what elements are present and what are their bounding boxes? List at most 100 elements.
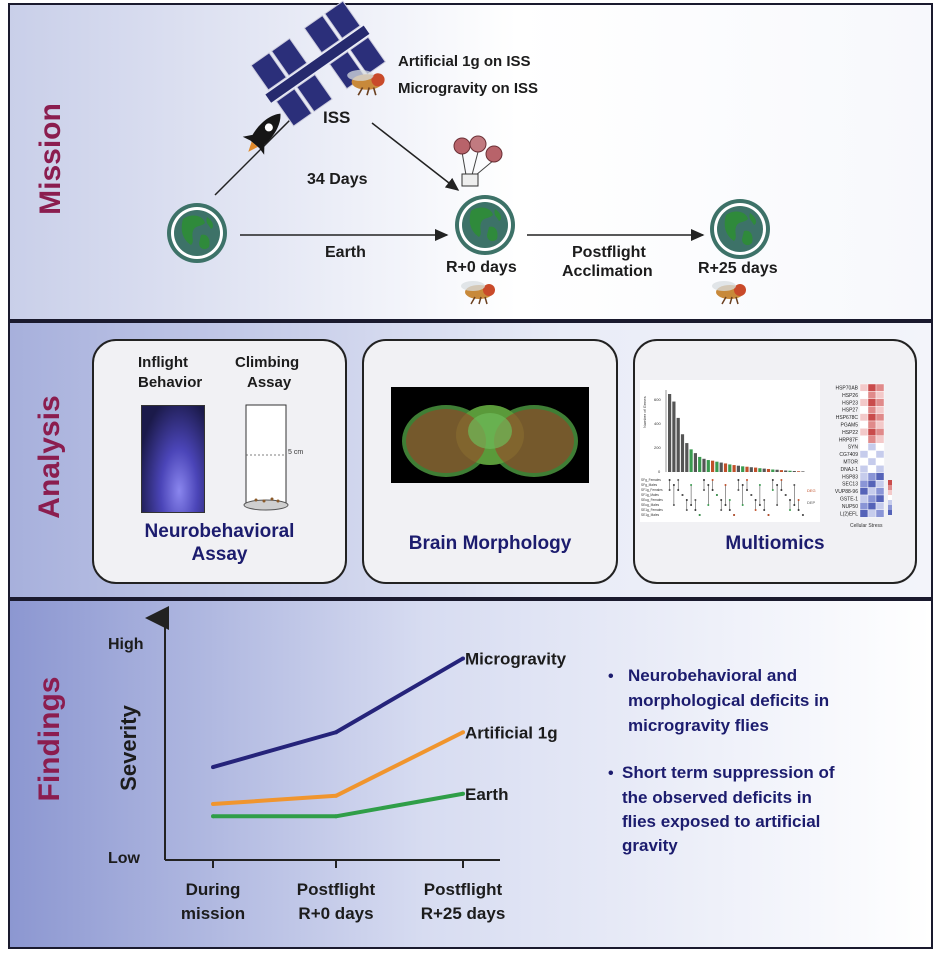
- upset-dot: [690, 484, 693, 486]
- r0-days-label: R+0 days: [446, 259, 517, 276]
- series-label-earth: Earth: [465, 785, 508, 804]
- upset-dot: [793, 504, 796, 506]
- brain-morphology-title: Brain Morphology: [408, 533, 572, 554]
- upset-dot: [668, 489, 671, 491]
- upset-set-label: SF1g_Males: [641, 493, 659, 497]
- inflight-line1: Inflight: [138, 354, 188, 371]
- upset-dot: [737, 479, 740, 481]
- upset-dot: [746, 489, 748, 491]
- heatmap-gene-label: HRP87F: [839, 437, 858, 443]
- iss-station-icon: [250, 0, 387, 127]
- upset-dot: [789, 509, 791, 511]
- heatmap-gene-label: L(2)EFL: [840, 511, 858, 517]
- series-line-earth: [213, 791, 464, 819]
- upset-dot: [741, 484, 744, 486]
- heatmap-legend-swatch: [888, 500, 892, 505]
- upset-dot: [677, 479, 680, 481]
- upset-dot: [776, 484, 779, 486]
- upset-dot: [694, 509, 697, 511]
- upset-set-label: SE1g_Males: [641, 513, 659, 517]
- upset-bar: [792, 470, 796, 472]
- upset-dot: [797, 499, 800, 501]
- upset-dot: [793, 484, 796, 486]
- upset-dot: [728, 499, 731, 501]
- upset-bar: [762, 468, 766, 472]
- heatmap-gene-label: HSP70AB: [835, 386, 858, 392]
- x-category-label: During: [186, 880, 241, 899]
- upset-dot: [767, 514, 770, 516]
- postflight-line2: Acclimation: [562, 263, 653, 280]
- inflight-behavior-image: [141, 405, 205, 513]
- upset-bar: [788, 470, 792, 472]
- upset-dot: [754, 499, 757, 501]
- upset-bar: [685, 443, 689, 472]
- upset-dot: [771, 489, 774, 491]
- bullet2-marker: •: [608, 765, 614, 782]
- upset-ytick-400: 400: [654, 421, 661, 426]
- scale-label: 5 cm: [288, 449, 304, 456]
- bullet1-marker: •: [608, 668, 614, 685]
- neurobehavioral-title-line1: Neurobehavioral: [144, 521, 295, 542]
- upset-bar: [728, 464, 732, 472]
- upset-dot: [690, 504, 693, 506]
- upset-dot: [715, 494, 718, 496]
- upset-dot: [685, 499, 688, 501]
- upset-bar: [741, 466, 745, 472]
- heatmap-gene-label: HSP26: [842, 393, 858, 399]
- upset-bar: [801, 471, 805, 472]
- upset-plot: Number of Genes 600 400 200 0 SFg_Female…: [640, 380, 820, 522]
- heatmap-gene-label: NUP50: [842, 504, 858, 510]
- series-point: [334, 814, 338, 819]
- heatmap-legend-swatch: [888, 505, 892, 510]
- upset-dot: [724, 484, 727, 486]
- bullet2-line2: the observed deficits in: [622, 788, 812, 807]
- upset-legend-deg: DEG: [807, 488, 816, 493]
- upset-dot: [771, 479, 774, 481]
- upset-dot: [750, 494, 753, 496]
- upset-dot: [763, 499, 766, 501]
- upset-bar: [784, 470, 788, 472]
- heatmap-legend-swatch: [888, 480, 892, 485]
- heatmap-gene-label: HSP83: [842, 474, 858, 480]
- x-category-label: Postflight: [424, 880, 503, 899]
- climbing-assay-diagram: [243, 404, 289, 511]
- bullet2-line1: Short term suppression of: [622, 763, 835, 782]
- rocket-icon: [242, 113, 281, 155]
- brain-image: [391, 387, 589, 483]
- upset-dot: [746, 479, 748, 481]
- upset-dot: [801, 514, 804, 516]
- upset-ytick-200: 200: [654, 445, 661, 450]
- heatmap-legend-swatch: [888, 490, 892, 495]
- upset-bar: [754, 467, 758, 472]
- upset-bar: [736, 465, 740, 472]
- bullet1-line1: Neurobehavioral and: [628, 666, 798, 685]
- upset-dot: [720, 499, 723, 501]
- upset-ytick-600: 600: [654, 397, 661, 402]
- y-tick-low: Low: [108, 850, 141, 867]
- upset-bar: [797, 471, 801, 472]
- series-point: [334, 730, 338, 735]
- x-category-label: Postflight: [297, 880, 376, 899]
- upset-dot: [685, 509, 688, 511]
- upset-dot: [720, 509, 723, 511]
- heatmap-gene-label: HSP23: [842, 400, 858, 406]
- upset-set-label: SEug_Females: [641, 498, 663, 502]
- bullet1-line3: microgravity flies: [628, 716, 769, 735]
- upset-dot: [668, 479, 671, 481]
- upset-dot: [784, 494, 787, 496]
- x-category-label: mission: [181, 904, 245, 923]
- series-label-microgravity: Microgravity: [465, 649, 567, 668]
- upset-bar: [689, 449, 693, 472]
- upset-dot: [758, 504, 761, 506]
- upset-dot: [698, 514, 701, 516]
- upset-dot: [776, 504, 779, 506]
- upset-bar: [766, 468, 771, 472]
- upset-bar: [719, 462, 723, 472]
- upset-bar: [732, 465, 736, 472]
- upset-bar: [668, 394, 672, 472]
- upset-dot: [728, 509, 731, 511]
- series-point: [461, 730, 465, 735]
- upset-dot: [758, 484, 761, 486]
- upset-dot: [672, 504, 675, 506]
- upset-dot: [789, 499, 791, 501]
